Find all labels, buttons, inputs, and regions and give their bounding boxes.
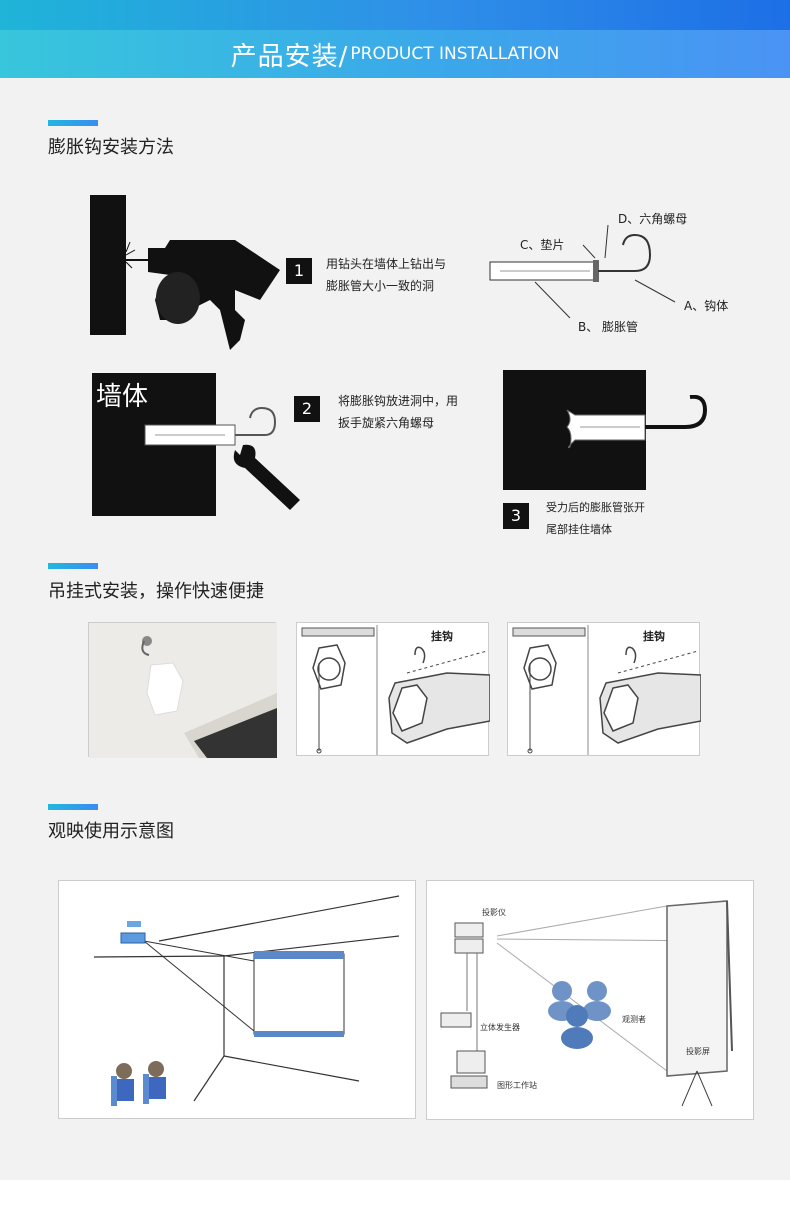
step-2-line2: 扳手旋紧六角螺母 <box>338 416 435 430</box>
step-1-line2: 膨胀管大小一致的洞 <box>326 279 435 293</box>
projector-label: 投影仪 <box>482 908 506 917</box>
part-c-label: C、垫片 <box>520 238 565 252</box>
viewer-label: 观测者 <box>622 1015 646 1024</box>
hanging-section-title: 吊挂式安装，操作快速便捷 <box>48 581 264 602</box>
step-2-line1: 将膨胀钩放进洞中，用 <box>338 394 459 408</box>
step-1-number: 1 <box>286 258 312 284</box>
stereo-system-diagram <box>426 880 754 1120</box>
step-1-text: 用钻头在墙体上钻出与 膨胀管大小一致的洞 <box>326 253 446 297</box>
part-b-label: B、 膨胀管 <box>578 320 639 334</box>
hook-label-1: 挂钩 <box>431 630 453 643</box>
wall-label: 墙体 <box>96 382 149 412</box>
hook-photo-drawing <box>89 623 277 758</box>
banner-title-cn: 产品安装/ <box>230 41 349 72</box>
stereo-generator-label: 立体发生器 <box>480 1023 520 1032</box>
step-3-text: 受力后的膨胀管张开 尾部挂住墙体 <box>546 497 645 541</box>
hook-diagram-1-drawing <box>301 625 491 755</box>
section-banner: 产品安装/ PRODUCT INSTALLATION <box>0 30 790 78</box>
room-projection-illustration <box>58 880 416 1119</box>
section-accent-bar <box>48 804 98 810</box>
anchor-section-title: 膨胀钩安装方法 <box>48 137 174 158</box>
expanded-anchor-illustration <box>566 395 708 449</box>
workstation-label: 图形工作站 <box>497 1081 537 1090</box>
anchor-parts-diagram <box>489 224 676 319</box>
banner-title-en: PRODUCT INSTALLATION <box>350 44 560 64</box>
hook-diagram-2-drawing <box>512 625 702 755</box>
step-2-number: 2 <box>294 396 320 422</box>
room-projection-drawing <box>93 895 400 1106</box>
step-3-line1: 受力后的膨胀管张开 <box>546 501 645 514</box>
usage-section-title: 观映使用示意图 <box>48 821 174 842</box>
stereo-system-drawing <box>440 900 733 1107</box>
part-a-label: A、钩体 <box>684 299 729 313</box>
section-accent-bar <box>48 120 98 126</box>
screen-label: 投影屏 <box>686 1047 710 1056</box>
drill-illustration <box>90 195 280 350</box>
hook-photo <box>88 622 277 758</box>
part-d-label: D、六角螺母 <box>618 212 688 226</box>
hook-diagram-1 <box>296 622 491 756</box>
step-3-number: 3 <box>503 503 529 529</box>
hook-diagram-2 <box>507 622 702 756</box>
section-accent-bar <box>48 563 98 569</box>
step-1-line1: 用钻头在墙体上钻出与 <box>326 257 447 271</box>
step-2-text: 将膨胀钩放进洞中，用 扳手旋紧六角螺母 <box>338 390 458 434</box>
step-3-line2: 尾部挂住墙体 <box>546 523 612 536</box>
top-gradient-strip <box>0 0 790 30</box>
wrench-anchor-illustration <box>144 406 300 510</box>
hook-label-2: 挂钩 <box>643 630 665 643</box>
page-bottom <box>0 1180 790 1218</box>
